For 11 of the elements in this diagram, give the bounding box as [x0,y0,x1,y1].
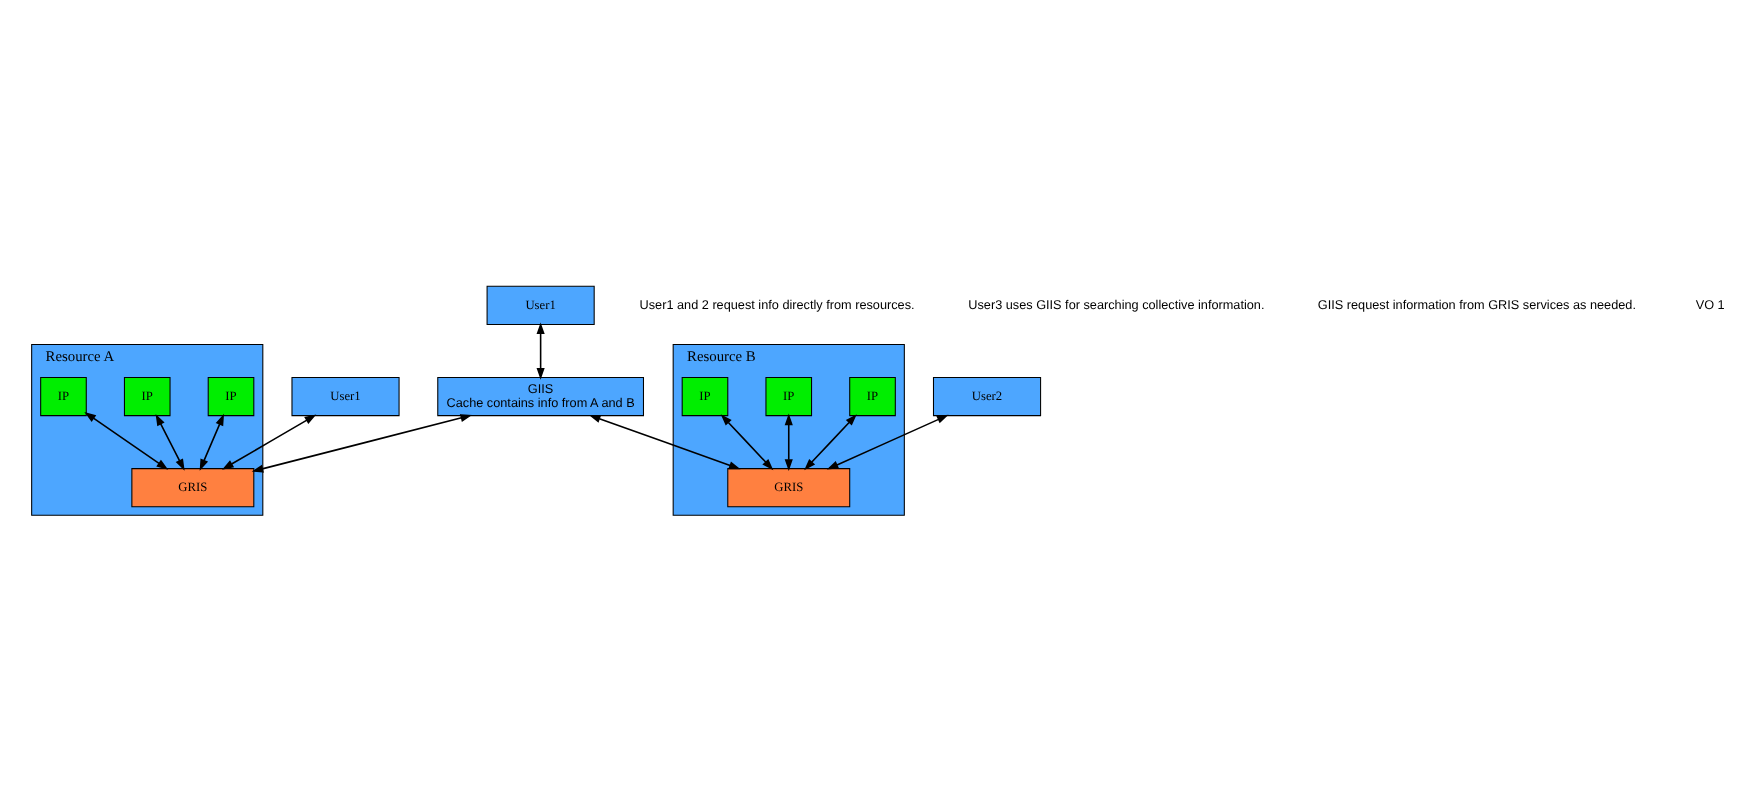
arrow [720,413,774,470]
arrow [251,413,473,472]
arrow [588,413,741,469]
arrow [784,412,793,470]
arrow [536,321,545,379]
arrow [84,410,169,469]
arrow [221,413,317,469]
arrow [155,412,185,470]
arrow [826,413,949,469]
arrow [199,412,225,470]
arrow [804,413,857,470]
